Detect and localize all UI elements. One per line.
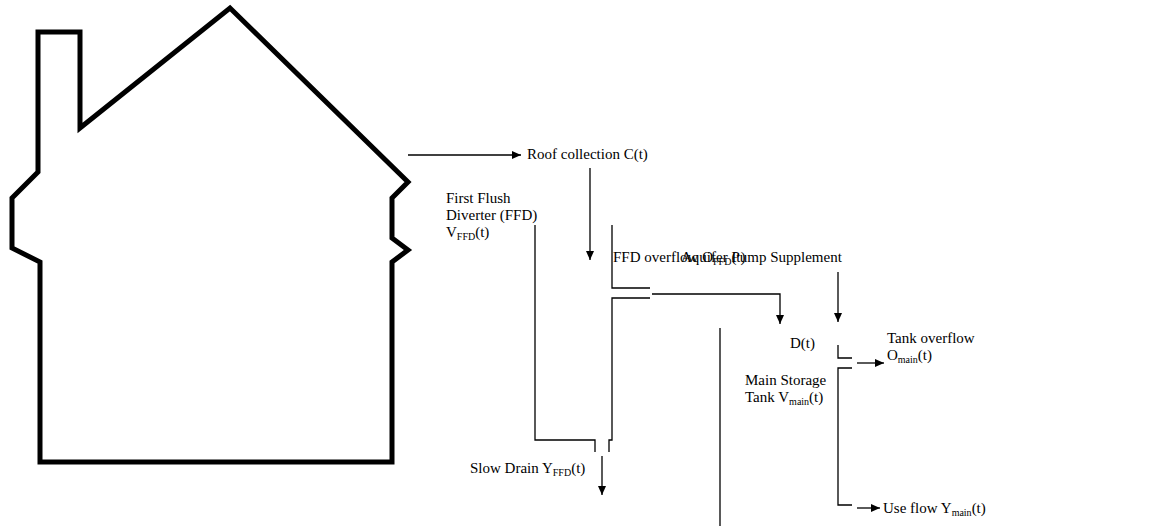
- flow-label: Tank overflow Omain(t): [887, 330, 982, 364]
- overflow-arrow: [652, 294, 780, 324]
- tank-wall: [719, 328, 720, 526]
- roof-arrow: [408, 154, 521, 155]
- drain-arrow: [601, 456, 602, 495]
- flow-label: Slow Drain YFFD(t): [470, 460, 585, 477]
- flow-label: Roof collection C(t): [527, 146, 648, 163]
- collection-arrow: [589, 168, 590, 260]
- tank-wall: [838, 368, 852, 505]
- tank-wall: [838, 345, 852, 358]
- flow-label: D(t): [790, 335, 815, 352]
- ffd-wall: [535, 225, 595, 452]
- ffd-wall: [609, 298, 650, 452]
- flow-label: Use flow Ymain(t): [883, 500, 986, 517]
- use-flow-arrow: [857, 507, 880, 508]
- component-label: Main Storage Tank Vmain(t): [745, 372, 837, 406]
- component-label: First Flush Diverter (FFD) VFFD(t): [446, 190, 546, 241]
- tank-overflow-arrow: [857, 362, 884, 363]
- house-outline: [12, 8, 408, 462]
- source-label: Aquifer Pump Supplement: [681, 249, 842, 266]
- pump-arrow: [837, 272, 838, 322]
